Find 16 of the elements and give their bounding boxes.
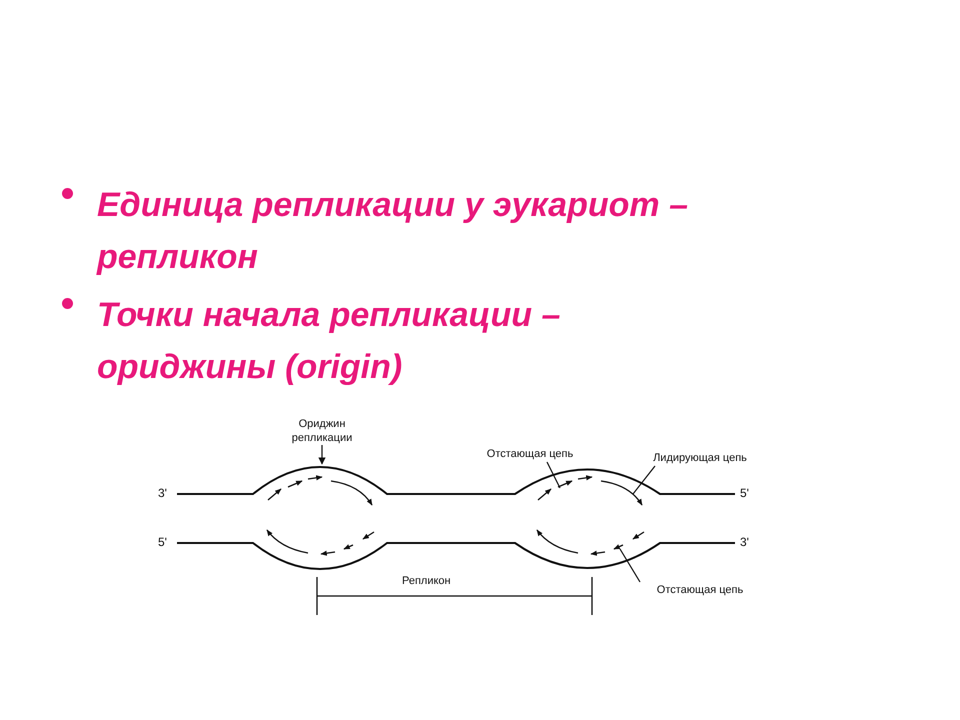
bullet-text: Единица репликации у эукариот – репликон (97, 185, 689, 278)
strand-end-label: 3' (158, 486, 167, 500)
strand-end-label: 5' (158, 535, 167, 549)
leader-line (632, 466, 656, 494)
callout-label: Отстающая цепь (645, 583, 755, 597)
callout-label: Ориджин репликации (282, 417, 362, 445)
dimension-label: Репликон (402, 575, 451, 587)
bullet-text: Точки начала репликации – ориджины (origin) (97, 295, 562, 388)
dna-drawing (177, 466, 735, 570)
strand-end-label: 3' (740, 535, 749, 549)
leader-line (619, 548, 641, 582)
callout-label: Лидирующая цепь (640, 451, 760, 465)
leader-arrow (318, 445, 326, 465)
strand-end-label: 5' (740, 486, 749, 500)
leader-line (546, 462, 561, 488)
callout-label: Отстающая цепь (475, 447, 585, 461)
